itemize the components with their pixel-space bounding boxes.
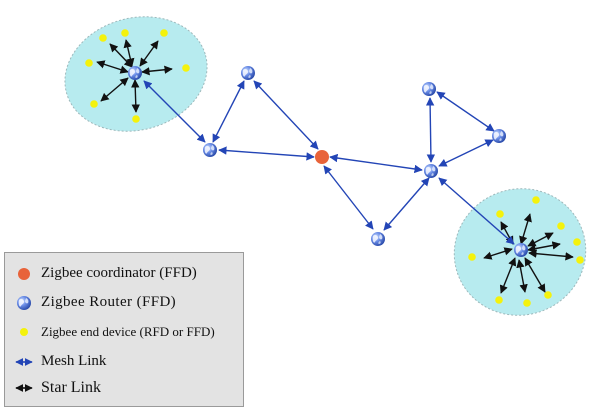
router-globe-icon bbox=[13, 295, 35, 311]
end-device bbox=[544, 291, 552, 299]
legend-label-end-device: Zigbee end device (RFD or FFD) bbox=[41, 324, 215, 339]
legend-label-star-link: Star Link bbox=[41, 379, 101, 396]
end-device bbox=[90, 100, 98, 108]
mesh-link bbox=[253, 80, 319, 150]
end-device bbox=[557, 222, 565, 230]
mesh-link bbox=[212, 80, 245, 143]
end-devices-right bbox=[468, 196, 584, 307]
router-globe-icon bbox=[203, 143, 217, 157]
legend-item-router: Zigbee Router (FFD) bbox=[13, 294, 176, 311]
star-link bbox=[100, 77, 129, 102]
mesh-link bbox=[436, 91, 495, 132]
router-globe-icon bbox=[424, 164, 438, 178]
mesh-link bbox=[438, 139, 494, 167]
end-device bbox=[121, 29, 129, 37]
end-device bbox=[160, 29, 168, 37]
mesh-link bbox=[143, 80, 206, 143]
star-links-left bbox=[96, 39, 173, 113]
legend-label-coordinator: Zigbee coordinator (FFD) bbox=[41, 265, 197, 281]
legend-item-star-link: Star Link bbox=[13, 379, 101, 397]
end-devices-left bbox=[85, 29, 190, 123]
legend: Zigbee coordinator (FFD) Zigbee Router (… bbox=[4, 252, 244, 407]
coordinator-icon bbox=[13, 266, 35, 282]
star-link-icon bbox=[13, 380, 35, 396]
router-globe-icon bbox=[371, 232, 385, 246]
star-link bbox=[131, 79, 140, 113]
end-device bbox=[132, 115, 140, 123]
mesh-link bbox=[438, 177, 515, 245]
mesh-link bbox=[323, 165, 374, 230]
star-link bbox=[141, 65, 173, 76]
star-link bbox=[519, 213, 532, 245]
mesh-link-icon bbox=[13, 354, 35, 370]
router-globe-icon bbox=[514, 243, 528, 257]
end-device bbox=[496, 210, 504, 218]
end-device bbox=[468, 253, 476, 261]
star-link bbox=[516, 259, 528, 293]
star-link bbox=[139, 40, 159, 67]
end-device bbox=[532, 196, 540, 204]
legend-item-coordinator: Zigbee coordinator (FFD) bbox=[13, 265, 197, 282]
end-device-icon bbox=[13, 324, 35, 340]
mesh-link bbox=[425, 97, 436, 163]
legend-item-end-device: Zigbee end device (RFD or FFD) bbox=[13, 324, 215, 340]
legend-label-mesh-link: Mesh Link bbox=[41, 353, 107, 369]
end-device bbox=[523, 299, 531, 307]
star-link bbox=[527, 241, 561, 253]
mesh-link bbox=[218, 146, 315, 161]
end-device bbox=[85, 59, 93, 67]
mesh-links bbox=[143, 80, 515, 245]
mesh-link bbox=[329, 153, 423, 174]
end-device bbox=[573, 238, 581, 246]
star-link bbox=[109, 43, 133, 68]
end-device bbox=[576, 256, 584, 264]
end-device bbox=[99, 34, 107, 42]
star-link bbox=[524, 257, 546, 293]
router-globe-icon bbox=[128, 66, 142, 80]
end-device bbox=[182, 64, 190, 72]
star-link bbox=[499, 257, 517, 294]
star-link bbox=[528, 249, 574, 261]
router-globe-icon bbox=[492, 129, 506, 143]
router-globe-icon bbox=[241, 66, 255, 80]
star-link bbox=[483, 247, 513, 260]
legend-label-router: Zigbee Router (FFD) bbox=[41, 294, 177, 310]
end-device bbox=[495, 296, 503, 304]
router-globe-icon bbox=[422, 82, 436, 96]
legend-item-mesh-link: Mesh Link bbox=[13, 353, 106, 370]
mesh-link bbox=[383, 177, 430, 231]
coordinator-node bbox=[315, 150, 329, 164]
